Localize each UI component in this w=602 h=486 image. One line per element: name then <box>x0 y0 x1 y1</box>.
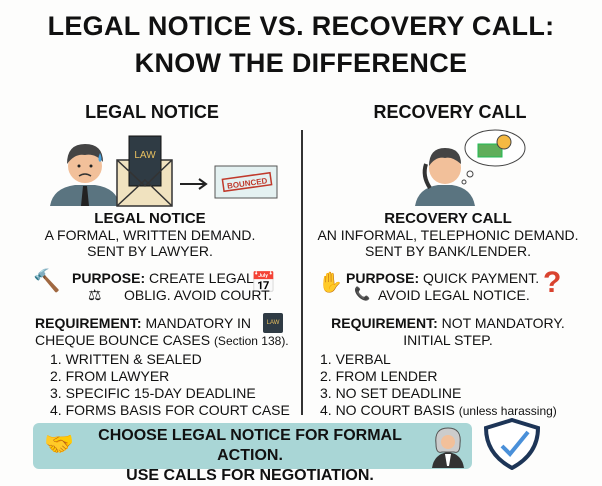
list-item: 3. NO SET DEADLINE <box>320 385 462 401</box>
recovery-call-requirement: REQUIREMENT: NOT MANDATORY. <box>298 315 598 332</box>
legal-notice-desc-1: A FORMAL, WRITTEN DEMAND. <box>44 227 256 243</box>
calendar-icon: 📅 <box>251 272 276 294</box>
legal-notice-desc-2: SENT BY LAWYER. <box>87 243 213 259</box>
recovery-call-subtitle: RECOVERY CALL <box>384 210 512 227</box>
list-item: 3. SPECIFIC 15-DAY DEADLINE <box>50 385 256 401</box>
money-clock-thought-icon <box>461 129 526 185</box>
shield-check-icon <box>483 418 541 470</box>
phone-icon: 📞 <box>354 286 371 301</box>
purpose-label: PURPOSE: <box>346 270 420 286</box>
requirement-note: (Section 138). <box>213 334 289 348</box>
recovery-call-purpose: PURPOSE: QUICK PAYMENT. <box>346 270 539 287</box>
title-line-1: LEGAL NOTICE VS. RECOVERY CALL: <box>47 11 555 41</box>
left-column-heading: LEGAL NOTICE <box>85 102 219 122</box>
raised-hand-icon: ✋ <box>318 272 343 294</box>
column-divider <box>301 130 303 415</box>
purpose-line-1: CREATE LEGAL <box>149 270 254 286</box>
recovery-call-list: 1. VERBAL 2. FROM LENDER 3. NO SET DEADL… <box>320 351 557 420</box>
page-title: LEGAL NOTICE VS. RECOVERY CALL: KNOW THE… <box>0 8 602 82</box>
legal-notice-illustration: LAW BOUNCED <box>50 135 278 207</box>
conclusion-text: CHOOSE LEGAL NOTICE FOR FORMAL ACTION. U… <box>80 426 420 486</box>
list-item-text: 4. NO COURT BASIS <box>320 402 455 418</box>
list-item: 2. FROM LENDER <box>320 368 438 384</box>
handshake-icon: 🤝 <box>44 431 74 458</box>
legal-notice-requirement: REQUIREMENT: MANDATORY IN CHEQUE BOUNCE … <box>35 315 289 350</box>
legal-notice-purpose: PURPOSE: CREATE LEGAL <box>72 270 254 287</box>
worried-person-icon <box>50 144 120 206</box>
judge-icon <box>432 427 464 468</box>
list-item: 2. FROM LAWYER <box>50 368 170 384</box>
purpose-line-2: AVOID LEGAL NOTICE. <box>378 287 530 303</box>
purpose-label: PURPOSE: <box>72 270 146 286</box>
requirement-line-1: NOT MANDATORY. <box>441 315 565 331</box>
scales-icon: ⚖ <box>88 287 102 304</box>
person-on-phone-icon <box>415 148 475 206</box>
svg-text:LAW: LAW <box>134 150 156 161</box>
bounced-cheque-icon: BOUNCED <box>214 165 278 199</box>
purpose-line-1: QUICK PAYMENT. <box>423 270 540 286</box>
requirement-line-1: MANDATORY IN <box>145 315 251 331</box>
recovery-call-desc-2: SENT BY BANK/LENDER. <box>365 243 531 259</box>
list-item: 4. FORMS BASIS FOR COURT CASE <box>50 402 290 418</box>
question-mark-icon: ? <box>543 266 562 299</box>
list-item: 1. WRITTEN & SEALED <box>50 351 202 367</box>
requirement-line-2: CHEQUE BOUNCE CASES <box>35 332 211 348</box>
law-book-icon: LAW <box>263 313 283 333</box>
conclusion-line-1: CHOOSE LEGAL NOTICE FOR FORMAL ACTION. <box>98 427 402 464</box>
law-envelope-icon: LAW <box>116 135 173 207</box>
list-item: 1. VERBAL <box>320 351 391 367</box>
conclusion-banner <box>33 423 472 469</box>
arrow-icon <box>180 178 208 190</box>
recovery-call-illustration <box>415 129 526 206</box>
requirement-label: REQUIREMENT: <box>35 315 142 331</box>
title-line-2: KNOW THE DIFFERENCE <box>134 48 468 78</box>
legal-notice-subtitle: LEGAL NOTICE <box>94 210 206 227</box>
conclusion-line-2: USE CALLS FOR NEGOTIATION. <box>126 467 374 484</box>
right-column-heading: RECOVERY CALL <box>373 102 527 122</box>
requirement-line-2: INITIAL STEP. <box>403 332 493 348</box>
list-item-note: (unless harassing) <box>458 404 557 418</box>
purpose-line-2: OBLIG. AVOID COURT. <box>124 287 273 303</box>
gavel-icon: 🔨 <box>33 268 61 293</box>
requirement-label: REQUIREMENT: <box>331 315 438 331</box>
list-item: 4. NO COURT BASIS (unless harassing) <box>320 402 557 420</box>
legal-notice-list: 1. WRITTEN & SEALED 2. FROM LAWYER 3. SP… <box>50 351 290 419</box>
recovery-call-desc-1: AN INFORMAL, TELEPHONIC DEMAND. <box>317 227 579 243</box>
